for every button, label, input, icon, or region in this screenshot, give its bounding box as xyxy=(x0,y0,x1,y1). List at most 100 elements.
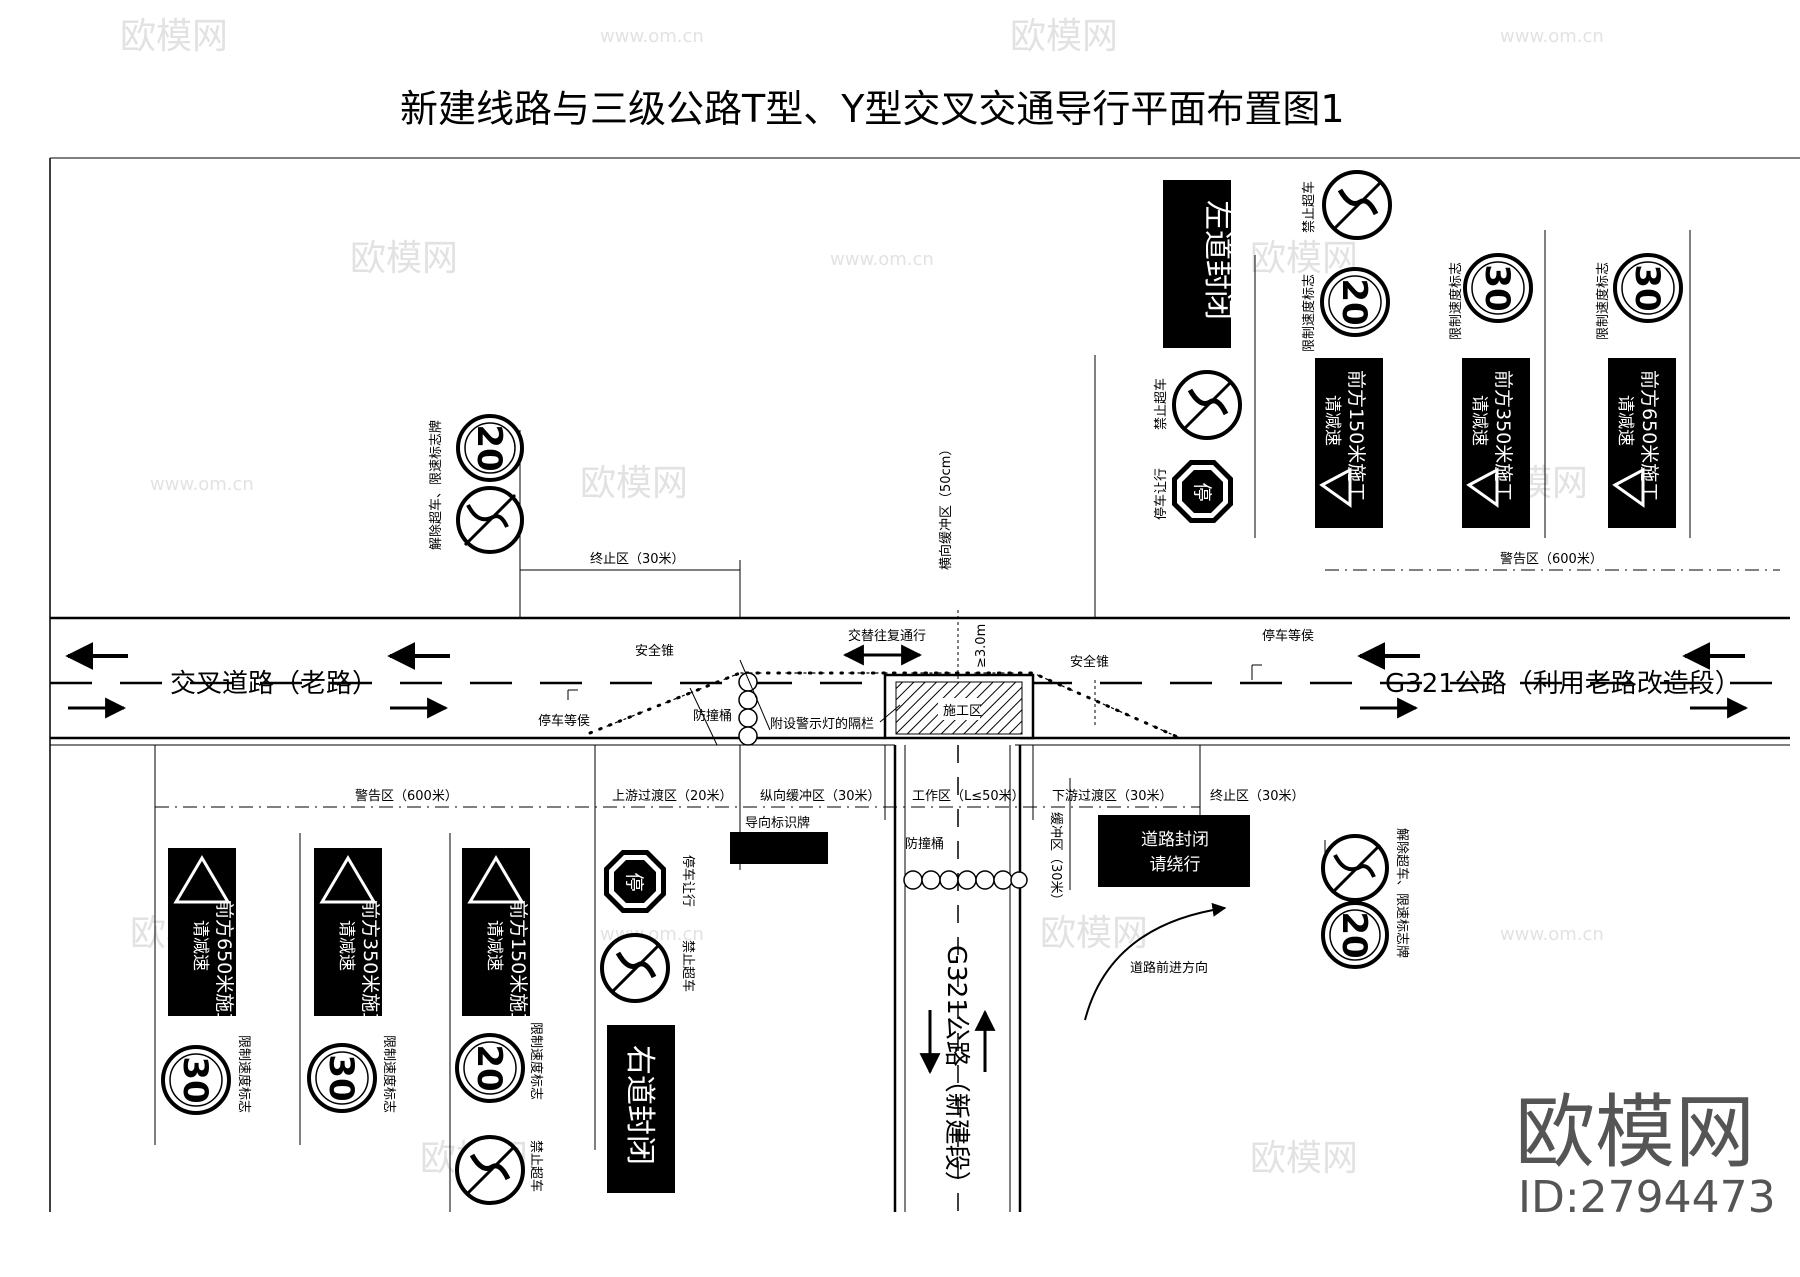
watermark-brand: 欧模网 xyxy=(1040,913,1148,954)
barrel-icon xyxy=(957,870,977,890)
speed-limit-label: 限制速度标志 xyxy=(1448,262,1464,340)
speed-limit-20-icon xyxy=(1321,901,1389,969)
ahead-650-text: 前方650米施工 xyxy=(213,900,235,1031)
barrel-icon xyxy=(738,708,758,728)
slow-down-text: 请减速 xyxy=(1615,395,1635,446)
stop-sign-char: 停 xyxy=(623,872,645,891)
barrel-icon xyxy=(738,672,758,692)
top-right-column-2: 30 限制速度标志 前方350米施工 请减速 xyxy=(1448,253,1533,528)
warning-board-150 xyxy=(462,848,530,1016)
guide-sign-label: 导向标识牌 xyxy=(745,815,810,831)
warning-triangle-icon xyxy=(467,855,525,904)
watermark-brand: 欧模网 xyxy=(580,463,688,504)
old-road-name: 交叉道路（老路） xyxy=(170,669,378,699)
watermark-brand: 欧模网 xyxy=(350,238,458,279)
lift-limit-signs-top-left: 20 解除超车、限速标志牌 xyxy=(428,414,524,618)
zone-upstream: 上游过渡区（20米） xyxy=(612,788,733,804)
zone-buffer-30: 缓冲区（30米） xyxy=(1048,812,1063,907)
speed-limit-label: 限制速度标志 xyxy=(381,1035,397,1113)
work-zone: 施工区 xyxy=(883,673,1035,740)
speed-limit-number: 30 xyxy=(175,1056,215,1103)
stop-yield-label: 停车让行 xyxy=(1153,468,1169,520)
speed-limit-20-icon xyxy=(455,1033,525,1103)
watermark-brand: 欧模网 xyxy=(1250,1138,1358,1179)
bottom-center-signs: 停 停车让行 禁止超车 右道封闭 xyxy=(600,850,696,1193)
watermark-url: www.om.cn xyxy=(600,26,704,47)
zone-top-end: 终止区（30米） xyxy=(590,551,685,567)
railing-label: 附设警示灯的隔栏 xyxy=(770,716,874,732)
cone-lines xyxy=(588,671,1182,740)
warning-triangle-icon xyxy=(173,855,231,904)
speed-limit-30-icon xyxy=(307,1043,377,1113)
g321-new-road-name: G321公路（新建段） xyxy=(941,945,971,1197)
speed-limit-label: 限制速度标志 xyxy=(528,1022,544,1100)
watermark-url: www.om.cn xyxy=(1500,924,1604,945)
road-closed-text-1: 道路封闭 xyxy=(1141,830,1209,850)
bottom-left-column-650: 前方650米施工 请减速 30 限制速度标志 xyxy=(161,848,252,1115)
top-right-column-3: 30 限制速度标志 前方650米施工 请减速 xyxy=(1595,253,1683,528)
watermarks: 欧模网 www.om.cn 欧模网 www.om.cn 欧模网 www.om.c… xyxy=(120,16,1604,1179)
stop-wait-left-label: 停车等侯 xyxy=(538,713,590,729)
barrel-label: 防撞桶 xyxy=(693,708,732,724)
lane-arrows xyxy=(65,642,1749,1075)
direction-label: 道路前进方向 xyxy=(1130,960,1208,976)
watermark-brand: 欧模网 xyxy=(1010,16,1118,57)
stop-wait-right-label: 停车等侯 xyxy=(1262,628,1314,644)
left-closed-text: 左道封闭 xyxy=(1200,200,1235,320)
ahead-650-text: 前方650米施工 xyxy=(1638,370,1660,501)
speed-limit-number: 30 xyxy=(1627,264,1667,311)
zone-width: ≥3.0m xyxy=(974,624,989,668)
misc-labels: 安全锥 安全锥 停车等侯 停车等侯 交替往复通行 防撞桶 防撞桶 附设警示灯的隔… xyxy=(538,628,1314,1021)
warning-triangle-icon xyxy=(1319,467,1352,508)
no-pass-label: 禁止超车 xyxy=(680,940,696,992)
stop-sign-char: 停 xyxy=(1191,482,1213,501)
zone-bottom-end: 终止区（30米） xyxy=(1210,788,1305,804)
speed-limit-number: 30 xyxy=(1477,264,1517,311)
barrel-icon xyxy=(738,726,758,746)
top-right-signs-near: 停 停车让行 禁止超车 xyxy=(1153,370,1242,523)
speed-limit-label: 限制速度标志 xyxy=(1595,262,1611,340)
speed-limit-20-icon xyxy=(1320,267,1390,337)
speed-limit-label: 限制速度标志 xyxy=(1301,274,1317,352)
slow-down-text: 请减速 xyxy=(1469,395,1489,446)
speed-limit-30-icon xyxy=(161,1045,231,1115)
right-closed-text: 右道封闭 xyxy=(622,1045,657,1165)
work-zone-label: 施工区 xyxy=(943,704,982,719)
no-pass-label: 禁止超车 xyxy=(1153,378,1169,430)
dimension-lines xyxy=(154,230,1780,1212)
barrels xyxy=(738,672,1028,890)
speed-limit-30-icon xyxy=(1463,253,1533,323)
zone-downstream: 下游过渡区（30米） xyxy=(1052,788,1173,804)
slow-down-text: 请减速 xyxy=(1322,395,1342,446)
watermark-url: www.om.cn xyxy=(830,249,934,270)
barrel-icon xyxy=(993,870,1013,890)
warning-triangle-icon xyxy=(319,855,377,904)
speed-limit-30-icon xyxy=(1613,253,1683,323)
brand-id: ID:2794473 xyxy=(1518,1172,1776,1223)
left-closed-sign: 左道封闭 xyxy=(1163,180,1235,348)
slow-down-text: 请减速 xyxy=(484,920,504,971)
cone-right-label: 安全锥 xyxy=(1070,654,1109,670)
warning-triangle-icon xyxy=(1612,467,1645,508)
barrel-icon xyxy=(975,870,995,890)
guide-sign xyxy=(730,832,828,864)
speed-limit-label: 限制速度标志 xyxy=(236,1035,252,1113)
lift-limit-label: 解除超车、限速标志牌 xyxy=(428,420,444,550)
no-pass-label: 禁止超车 xyxy=(1301,181,1317,233)
bottom-left-column-350: 前方350米施工 请减速 30 限制速度标志 xyxy=(307,848,397,1113)
lift-limit-signs-bottom-right: 20 解除超车、限速标志牌 xyxy=(1321,828,1410,969)
cone-left-label: 安全锥 xyxy=(635,643,674,659)
slow-down-text: 请减速 xyxy=(190,920,210,971)
barrel-icon xyxy=(939,870,959,890)
zone-bottom-warn: 警告区（600米） xyxy=(355,788,458,804)
brand-watermark: 欧模网 ID:2794473 xyxy=(1515,1086,1776,1223)
zone-vert-buffer: 横向缓冲区（50cm） xyxy=(938,443,954,570)
barrel-icon xyxy=(903,870,923,890)
slow-down-text: 请减速 xyxy=(336,920,356,971)
right-closed-sign xyxy=(607,1025,675,1193)
speed-limit-number: 30 xyxy=(321,1054,361,1101)
warning-triangle-icon xyxy=(1466,467,1499,508)
watermark-url: www.om.cn xyxy=(150,474,254,495)
